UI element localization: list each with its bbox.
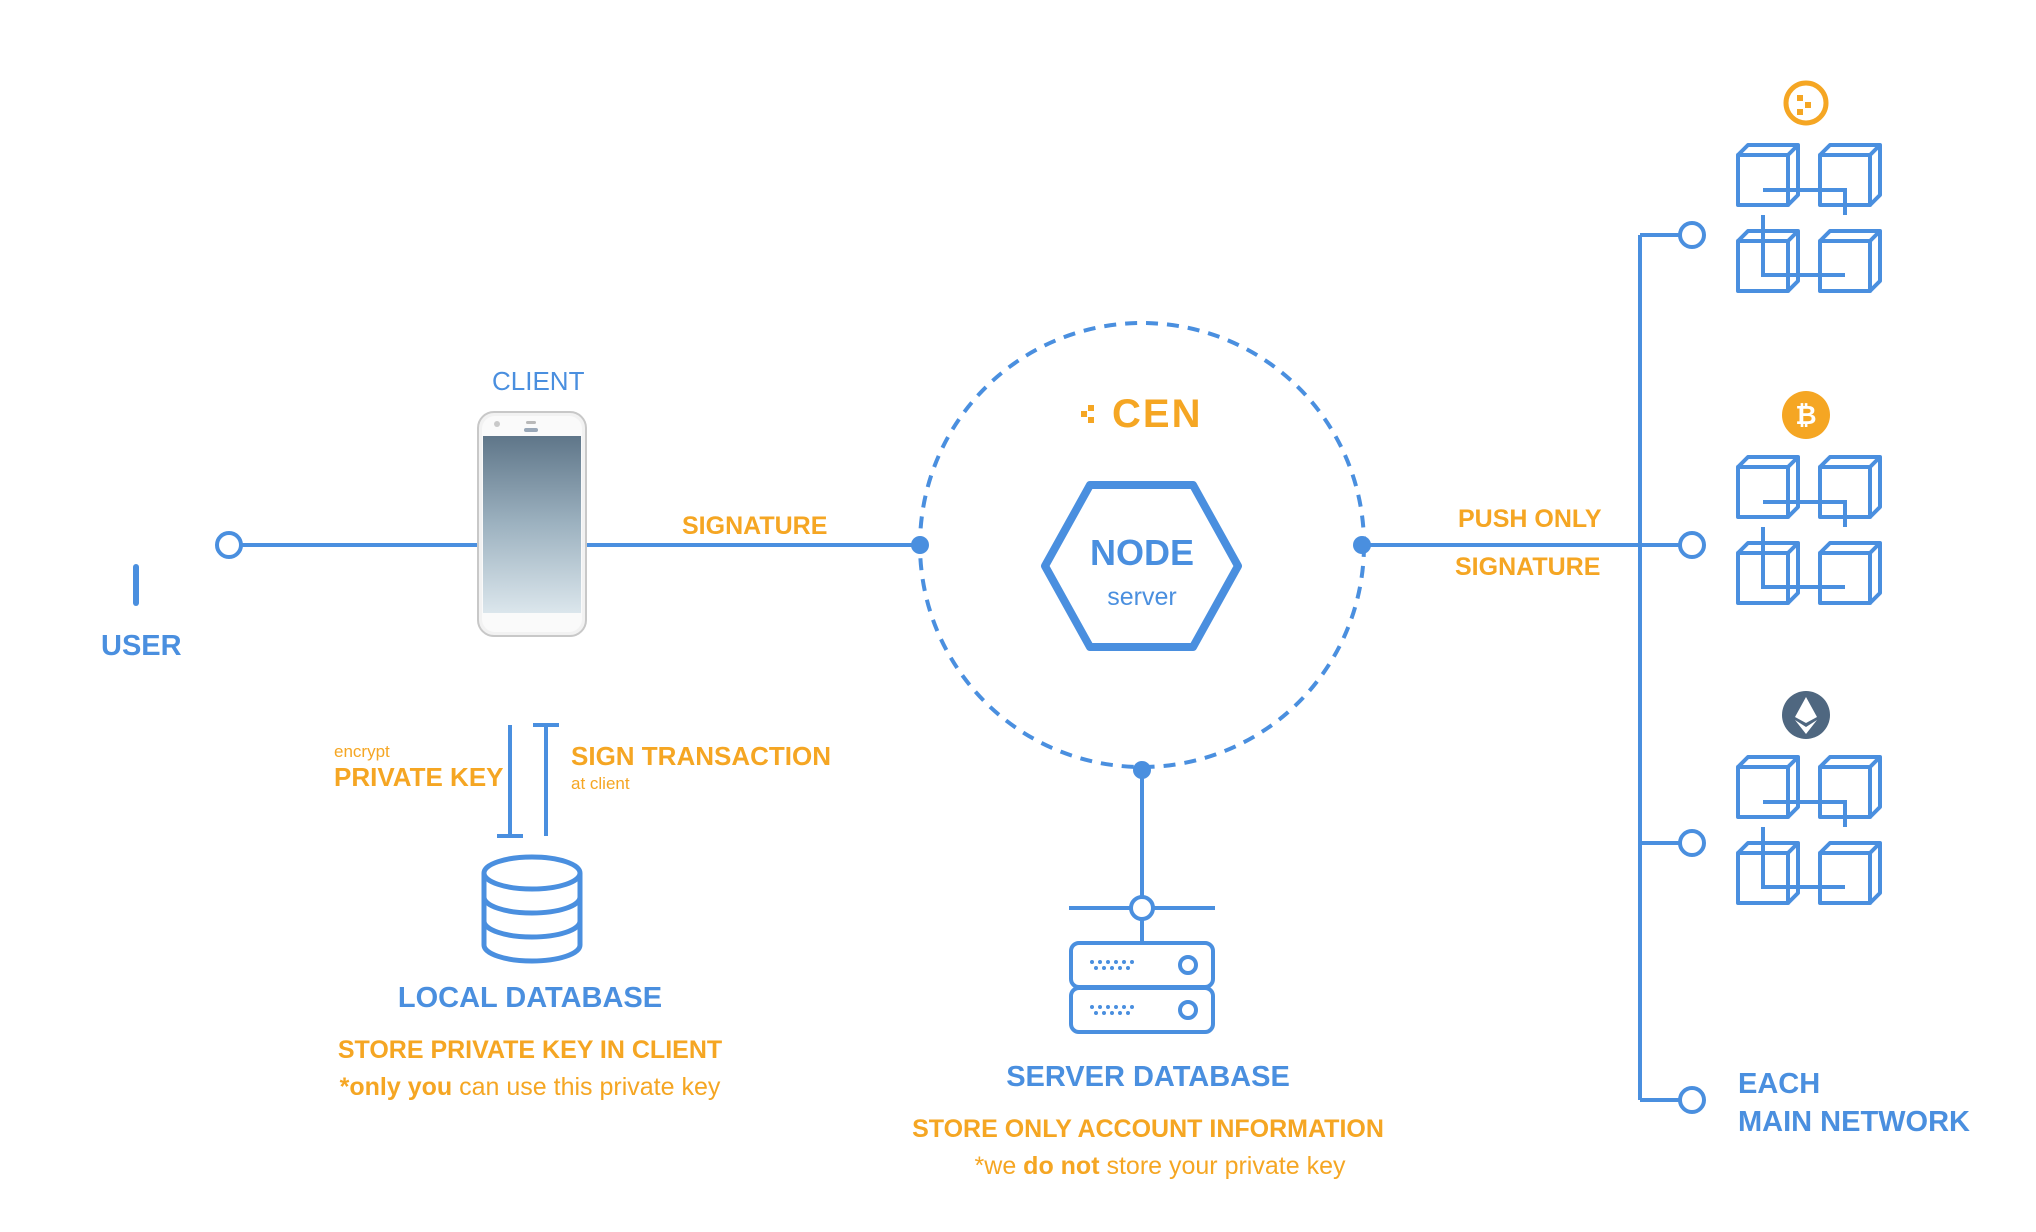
sign-transaction-label: SIGN TRANSACTION [571,741,831,771]
server-sub-bold: do not [1023,1152,1100,1180]
server-database-note: STORE ONLY ACCOUNT INFORMATION [912,1115,1384,1143]
cen-logo-icon [1081,405,1094,423]
server-database-icon [1069,941,1215,1034]
key-flow-arrows [497,723,559,838]
network-bus [1638,221,1706,1114]
user-label: USER [101,630,182,662]
push-only-label: PUSH ONLY [1458,505,1602,533]
user-connector [215,531,480,559]
cen-coin-icon [1783,80,1829,126]
server-sub-prefix: *we [974,1152,1024,1180]
blockchain-cen [1738,145,1880,291]
at-client-label: at client [571,774,630,793]
main-network-label: MAIN NETWORK [1738,1106,1970,1138]
encrypt-small-label: encrypt [334,742,390,761]
push-connector [1353,531,1706,559]
bitcoin-symbol: ₿ [1795,401,1817,431]
signature-label-left: SIGNATURE [682,512,828,540]
bitcoin-icon [1782,391,1830,439]
local-sub-bold: only you [349,1073,453,1101]
server-database-sub: *we do not store your private key [975,1152,1346,1181]
server-database-title: SERVER DATABASE [1006,1061,1290,1093]
local-database-sub: *only you can use this private key [340,1073,721,1102]
push-signature-label: SIGNATURE [1455,553,1601,581]
each-network-label: EACH [1738,1068,1821,1100]
node-hexagon [1041,481,1242,651]
local-database-icon [481,854,583,964]
server-connector [1069,761,1215,943]
client-label: CLIENT [492,366,585,396]
local-sub-prefix: * [339,1073,350,1101]
local-database-note: STORE PRIVATE KEY IN CLIENT [337,1036,723,1064]
local-database-title: LOCAL DATABASE [397,982,663,1014]
phone-icon [477,411,587,637]
cen-brand: CEN [1112,392,1203,436]
local-sub-rest: can use this private key [452,1073,721,1101]
blockchain-ethereum [1738,757,1880,903]
server-sub-rest: store your private key [1099,1152,1346,1180]
node-title: NODE [1089,532,1195,573]
ethereum-icon [1782,691,1830,739]
node-subtitle: server [1107,583,1177,611]
private-key-label: PRIVATE KEY [334,762,504,792]
blockchain-bitcoin [1738,457,1880,603]
